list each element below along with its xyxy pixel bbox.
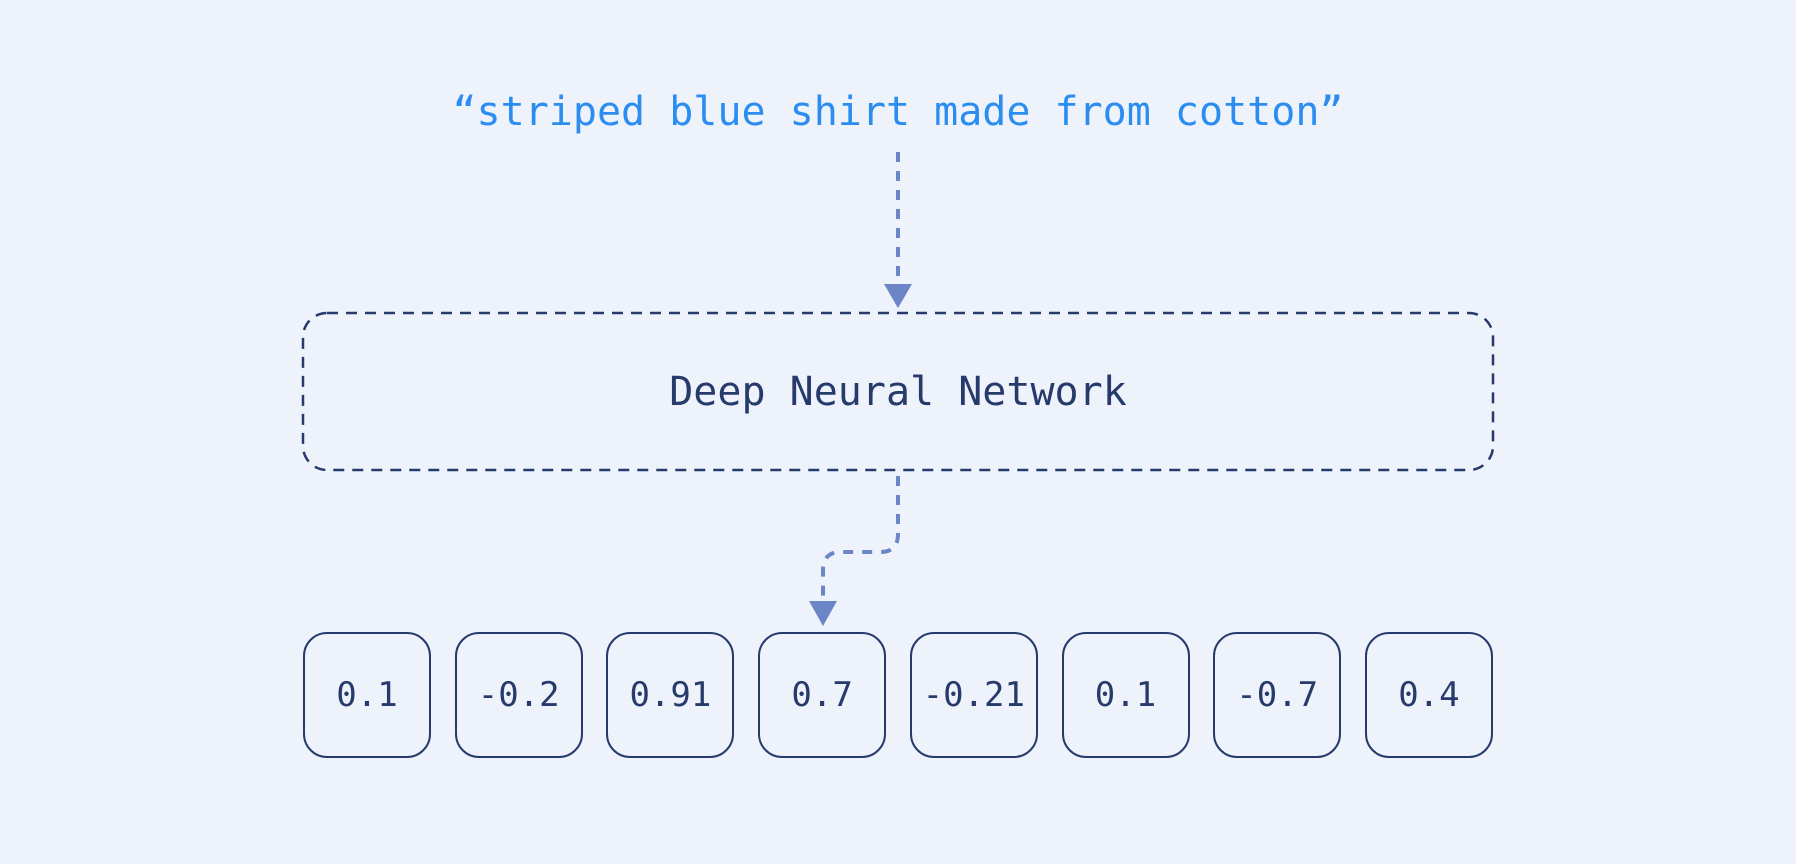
vector-value: 0.91 <box>629 675 712 715</box>
vector-value: -0.7 <box>1236 675 1319 715</box>
vector-value-box: -0.21 <box>909 632 1038 758</box>
vector-value-box: -0.2 <box>454 632 583 758</box>
vector-value: -0.21 <box>922 675 1025 715</box>
neural-network-label: Deep Neural Network <box>669 368 1127 415</box>
dashed-down-arrow-icon <box>884 152 912 308</box>
vector-value: 0.1 <box>336 675 398 715</box>
dashed-elbow-down-arrow-icon <box>809 476 900 626</box>
vector-value-box: -0.7 <box>1213 632 1342 758</box>
vector-value: 0.7 <box>791 675 853 715</box>
vector-value: -0.2 <box>477 675 560 715</box>
vector-value-box: 0.7 <box>758 632 887 758</box>
input-text-quote: “striped blue shirt made from cotton” <box>452 89 1344 135</box>
embedding-vector: 0.1 -0.2 0.91 0.7 -0.21 0.1 -0.7 0.4 <box>303 632 1493 758</box>
vector-value-box: 0.91 <box>606 632 735 758</box>
vector-value: 0.1 <box>1094 675 1157 715</box>
vector-value-box: 0.4 <box>1364 632 1493 758</box>
vector-value-box: 0.1 <box>1061 632 1190 758</box>
vector-value: 0.4 <box>1398 675 1460 715</box>
vector-value-box: 0.1 <box>303 632 431 758</box>
